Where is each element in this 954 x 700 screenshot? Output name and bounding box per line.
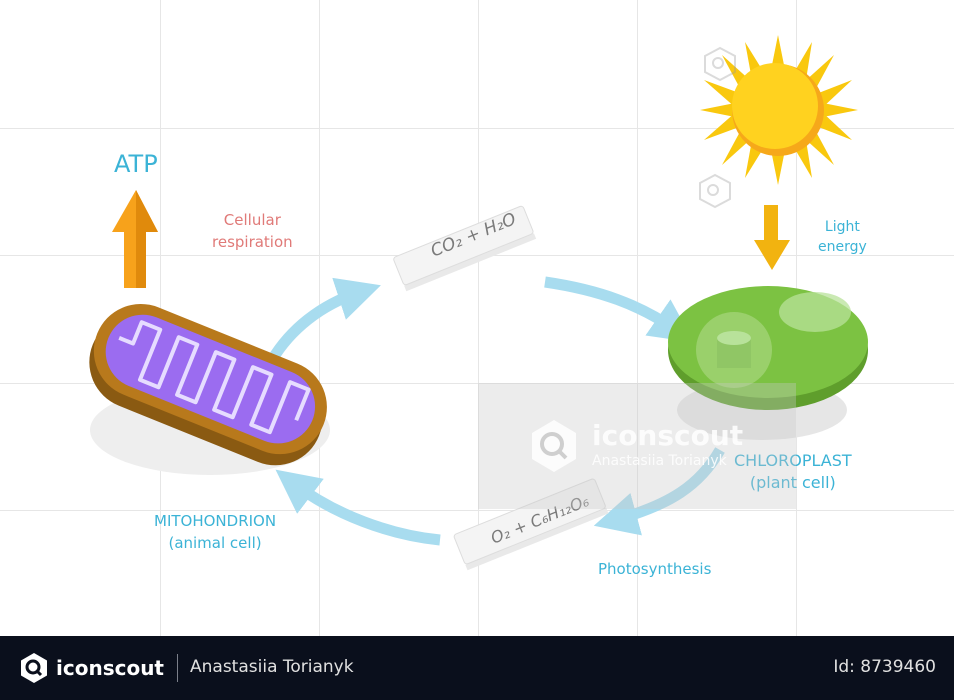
cellular-respiration-line-2: respiration (212, 233, 293, 251)
light-energy-line-1: Light (824, 219, 860, 235)
chloroplast-line-2: (plant cell) (749, 473, 836, 492)
mitochondrion-line-1: MITOHONDRION (154, 512, 277, 530)
watermark-glyph (699, 46, 736, 209)
cycle-arrow-bottom-left (275, 469, 441, 546)
iconscout-logo-icon[interactable] (18, 652, 50, 684)
co2-h2o-tag (393, 205, 537, 292)
footer-divider (177, 654, 178, 682)
footer-bar: iconscout Anastasiia Torianyk Id: 873946… (0, 636, 954, 700)
cellular-respiration-line-1: Cellular (223, 211, 281, 229)
light-energy-label: Light energy (818, 217, 867, 257)
footer-author-link[interactable]: Anastasiia Torianyk (190, 657, 354, 677)
atp-label: ATP (114, 150, 158, 178)
atp-arrow-icon (112, 190, 158, 288)
watermark-logo-icon (532, 420, 576, 472)
watermark-overlay (478, 383, 796, 509)
mitochondrion-icon (89, 303, 330, 475)
chloroplast-icon (668, 286, 868, 440)
diagram-graphics (89, 35, 868, 571)
grid-line (319, 0, 320, 636)
watermark-brand: iconscout (592, 419, 744, 452)
light-energy-line-2: energy (818, 239, 867, 255)
cycle-arrow-top-right (544, 276, 695, 343)
cycle-arrow-top-left (267, 277, 381, 363)
footer-brand-link[interactable]: iconscout (56, 656, 164, 680)
sun-icon (700, 35, 858, 185)
grid-line (0, 383, 954, 384)
grid-line (0, 128, 954, 129)
mitochondrion-line-2: (animal cell) (168, 534, 262, 552)
photosynthesis-label: Photosynthesis (598, 560, 712, 578)
cellular-respiration-label: Cellular respiration (212, 209, 293, 253)
o2-glucose-tag (453, 478, 609, 571)
chloroplast-label: CHLOROPLAST (plant cell) (734, 450, 852, 494)
grid-line (478, 0, 479, 636)
footer-asset-id: Id: 8739460 (833, 657, 936, 677)
mitochondrion-label: MITOHONDRION (animal cell) (154, 510, 276, 554)
light-arrow-icon (754, 205, 790, 270)
grid-line (637, 0, 638, 636)
grid-line (0, 510, 954, 511)
watermark-author: Anastasiia Torianyk (592, 453, 727, 469)
cycle-arrow-bottom-right (593, 447, 725, 536)
chloroplast-line-1: CHLOROPLAST (734, 451, 852, 470)
